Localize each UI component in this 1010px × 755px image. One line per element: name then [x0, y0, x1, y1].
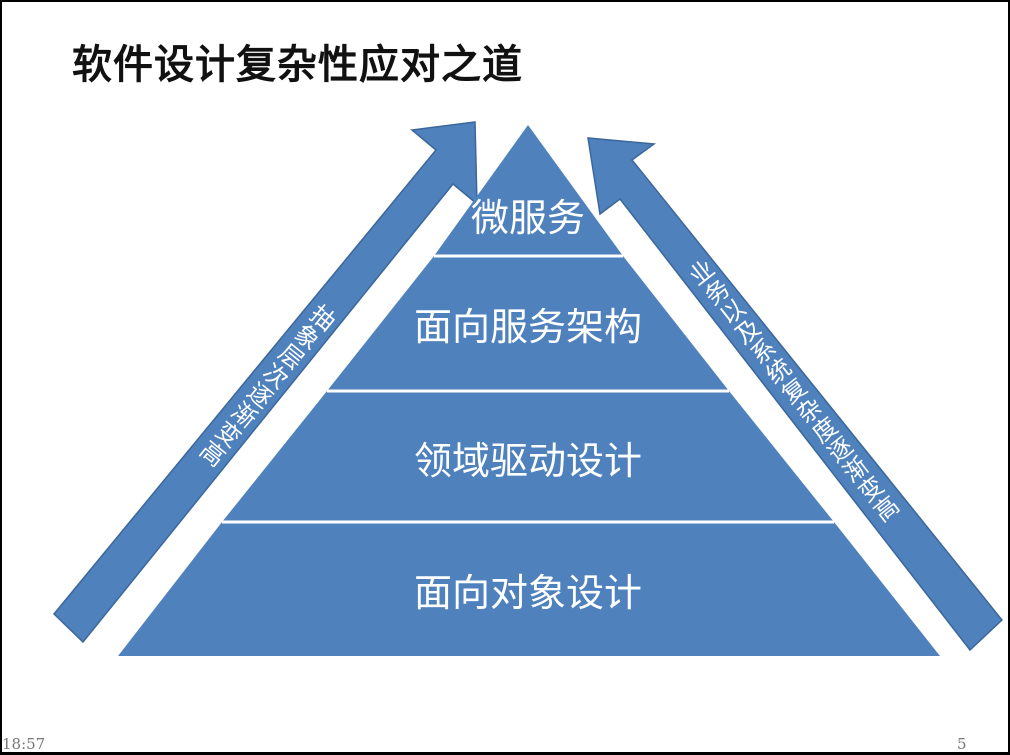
pyramid: 微服务 面向服务架构 领域驱动设计 面向对象设计 [118, 125, 940, 656]
pyramid-level-1-shape [434, 125, 623, 256]
pyramid-level-4-label: 面向对象设计 [414, 571, 642, 615]
slide-time: 18:57 [2, 735, 46, 752]
pyramid-level-1-label: 微服务 [471, 196, 585, 240]
pyramid-level-3-label: 领域驱动设计 [414, 439, 642, 483]
slide-title: 软件设计复杂性应对之道 [72, 42, 523, 88]
pyramid-level-3-shape [222, 391, 834, 522]
right-arrow-shape [587, 137, 1004, 652]
pyramid-level-4-shape [118, 522, 940, 656]
pyramid-level-2-shape [327, 256, 729, 391]
page-number: 5 [957, 735, 967, 752]
pyramid-level-2-label: 面向服务架构 [414, 305, 642, 349]
left-arrow-shape [52, 121, 478, 644]
